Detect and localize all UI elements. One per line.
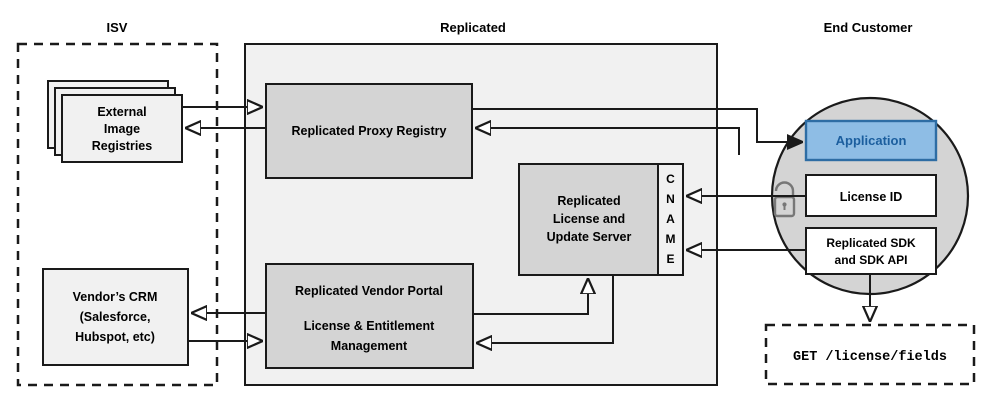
vendor-crm-box — [42, 268, 189, 366]
external-image-registries-stack-front — [61, 94, 183, 163]
region-title-replicated: Replicated — [440, 20, 506, 35]
external-image-registries-line3: Registries — [92, 139, 152, 153]
replicated-sdk-box — [805, 227, 937, 275]
replicated-proxy-registry-box — [265, 83, 473, 179]
vendor-crm-line2: (Salesforce, — [80, 310, 151, 324]
cname-letter-c: C — [666, 172, 675, 186]
license-id-box — [805, 174, 937, 217]
api-request-note: GET /license/fields — [764, 323, 976, 386]
replicated-proxy-registry[interactable]: Replicated Proxy Registry — [265, 83, 473, 179]
vendor-crm-line3: Hubspot, etc) — [75, 330, 155, 344]
connector-proxy-to-application — [472, 108, 802, 142]
license-update-server-line3: Update Server — [547, 230, 632, 244]
replicated-license-update-server-box — [518, 163, 659, 276]
vendor-portal-line2: License & Entitlement — [304, 319, 435, 333]
application[interactable]: Application — [804, 119, 938, 162]
license-id[interactable]: License ID — [805, 174, 937, 217]
replicated-sdk[interactable]: Replicated SDK and SDK API — [805, 227, 937, 275]
cname-endpoint[interactable]: C N A M E — [657, 163, 684, 276]
application-box — [804, 119, 938, 162]
replicated-proxy-registry-label: Replicated Proxy Registry — [292, 124, 447, 138]
cname-letter-n: N — [666, 192, 675, 206]
cname-letter-m: M — [666, 232, 676, 246]
region-title-isv: ISV — [107, 20, 128, 35]
replicated-sdk-line2: and SDK API — [835, 253, 908, 267]
cname-box — [657, 163, 684, 276]
vendor-portal-line1: Replicated Vendor Portal — [295, 284, 443, 298]
connector-license-server-to-vendor-portal — [477, 275, 614, 343]
vendor-portal-line3: Management — [331, 339, 408, 353]
api-request-boundary — [764, 323, 976, 386]
connector-vendor-portal-to-license-server — [473, 279, 588, 315]
replicated-sdk-line1: Replicated SDK — [826, 236, 916, 250]
padlock-keyhole — [782, 202, 787, 207]
cname-letter-e: E — [666, 252, 674, 266]
connector-application-to-proxy — [476, 128, 740, 155]
api-request-label: GET /license/fields — [793, 350, 947, 365]
vendor-crm[interactable]: Vendor’s CRM (Salesforce, Hubspot, etc) — [42, 268, 189, 366]
external-image-registries[interactable]: External Image Registries — [47, 80, 183, 163]
replicated-vendor-portal[interactable]: Replicated Vendor Portal License & Entit… — [265, 263, 474, 369]
region-title-end-customer: End Customer — [824, 20, 913, 35]
external-image-registries-line2: Image — [104, 122, 140, 136]
isv-region-boundary — [16, 42, 219, 387]
license-id-label: License ID — [840, 190, 903, 204]
external-image-registries-line1: External — [97, 105, 146, 119]
cname-letter-a: A — [666, 212, 675, 226]
license-update-server-line2: License and — [553, 212, 625, 226]
application-label: Application — [836, 133, 907, 148]
vendor-crm-line1: Vendor’s CRM — [73, 290, 158, 304]
license-update-server-line1: Replicated — [557, 194, 620, 208]
replicated-license-update-server[interactable]: Replicated License and Update Server — [518, 163, 659, 276]
replicated-vendor-portal-box — [265, 263, 474, 369]
